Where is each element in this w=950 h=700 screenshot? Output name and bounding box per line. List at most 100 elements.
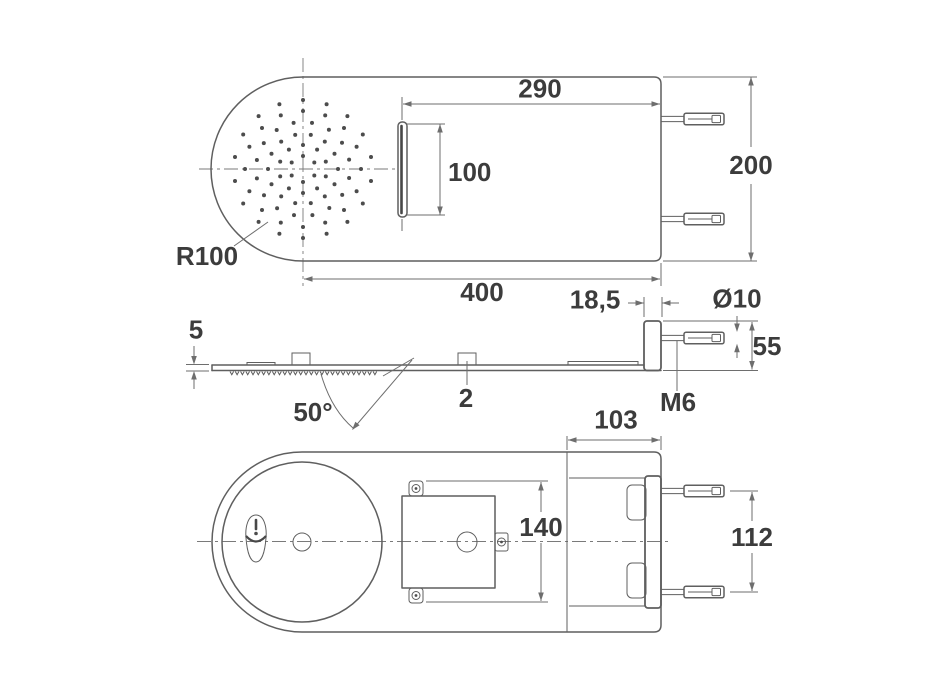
spray-hole xyxy=(324,231,329,236)
dim-r100: R100 xyxy=(176,221,269,271)
mounting-screw-bottom xyxy=(660,212,725,226)
spray-hole xyxy=(269,182,274,187)
dim-label-m6: M6 xyxy=(660,387,696,417)
spray-hole xyxy=(359,167,363,171)
spray-hole xyxy=(278,159,283,164)
spray-hole xyxy=(274,128,279,132)
spray-hole xyxy=(327,206,332,210)
spray-hole xyxy=(279,139,284,144)
dim-112: 112 xyxy=(730,490,773,593)
spray-hole xyxy=(326,127,331,132)
spray-hole xyxy=(324,102,329,107)
mounting-screw-top xyxy=(660,112,725,126)
spray-hole xyxy=(233,155,237,159)
spray-hole xyxy=(254,176,259,181)
dim-200: 200 xyxy=(663,76,773,262)
spray-hole xyxy=(289,173,294,178)
mounting-screw-bottom xyxy=(660,585,725,599)
spray-hole xyxy=(301,180,305,184)
spray-hole xyxy=(369,155,373,159)
spray-hole xyxy=(301,98,305,102)
dim-18-5: 18,5 xyxy=(570,285,679,317)
spray-hole xyxy=(286,147,291,152)
spray-hole xyxy=(347,176,352,180)
spray-hole xyxy=(278,174,283,179)
dim-label-200: 200 xyxy=(729,150,772,180)
spray-hole xyxy=(342,208,346,212)
spray-hole xyxy=(308,201,313,206)
spray-hole xyxy=(260,208,264,212)
spray-hole xyxy=(241,132,246,137)
screw-boss-bottom xyxy=(626,562,647,599)
spray-hole xyxy=(301,109,305,113)
spray-hole xyxy=(315,186,320,191)
spray-hole xyxy=(347,157,352,162)
spray-hole xyxy=(332,151,337,156)
dim-2: 2 xyxy=(459,361,473,413)
dim-label-5: 5 xyxy=(189,315,203,345)
spray-hole xyxy=(292,213,296,218)
dim-label-50deg: 50° xyxy=(293,397,332,427)
spray-hole xyxy=(345,219,350,224)
spray-hole xyxy=(279,194,284,199)
mount-boss-left xyxy=(291,352,311,366)
spray-hole xyxy=(301,225,305,229)
dim-290: 290 xyxy=(401,74,660,231)
dim-label-103: 103 xyxy=(594,405,637,435)
spray-hole xyxy=(322,194,327,199)
spray-hole xyxy=(323,159,328,164)
profile-body xyxy=(211,320,662,372)
spray-hole xyxy=(233,179,237,183)
spray-hole-pattern xyxy=(233,98,373,240)
spray-hole xyxy=(278,113,283,118)
dim-label-112: 112 xyxy=(731,522,773,552)
side-view: 5 50° 2 18,5 xyxy=(186,284,781,432)
dim-55: 55 xyxy=(663,320,782,371)
dim-140: 140 xyxy=(426,480,563,603)
dim-label-100: 100 xyxy=(448,157,491,187)
dim-label-290: 290 xyxy=(518,74,561,104)
dim-5: 5 xyxy=(186,315,209,389)
dim-100: 100 xyxy=(407,123,491,216)
dim-label-2: 2 xyxy=(459,383,473,413)
spray-hole xyxy=(291,120,296,125)
dim-400: 400 xyxy=(304,263,662,307)
spray-hole xyxy=(254,158,259,162)
center-hole xyxy=(292,532,312,552)
spray-hole xyxy=(323,220,328,225)
screw-boss-top xyxy=(626,484,647,521)
spray-hole xyxy=(360,201,365,206)
spray-hole xyxy=(262,193,266,198)
dim-label-140: 140 xyxy=(519,512,562,542)
spray-hole xyxy=(256,219,261,224)
dim-label-55: 55 xyxy=(753,331,782,361)
spray-hole xyxy=(312,173,317,178)
mounting-screw-top xyxy=(660,484,725,498)
spray-hole xyxy=(345,114,350,119)
spray-hole xyxy=(277,231,282,236)
spray-hole xyxy=(360,132,365,137)
spray-hole xyxy=(269,151,274,156)
spray-hole xyxy=(241,201,246,206)
spray-hole xyxy=(243,167,247,171)
spray-hole xyxy=(277,102,282,107)
spray-hole xyxy=(293,132,298,137)
spray-hole xyxy=(247,144,252,149)
spray-hole xyxy=(289,160,294,165)
spray-angle-50: 50° xyxy=(293,357,415,432)
spray-hole xyxy=(261,141,266,146)
spray-hole xyxy=(340,192,345,197)
spray-hole xyxy=(354,189,359,194)
round-face-plate xyxy=(221,461,383,623)
mounting-screw-side xyxy=(660,331,725,345)
spray-hole xyxy=(340,140,344,145)
spray-hole xyxy=(322,139,327,144)
rear-body-outline xyxy=(211,451,662,633)
spray-hole xyxy=(354,144,359,149)
spray-hole xyxy=(310,120,314,125)
dim-m6: M6 xyxy=(660,341,696,417)
dim-103: 103 xyxy=(566,405,662,450)
dim-label-400: 400 xyxy=(460,277,503,307)
spray-hole xyxy=(323,113,328,118)
